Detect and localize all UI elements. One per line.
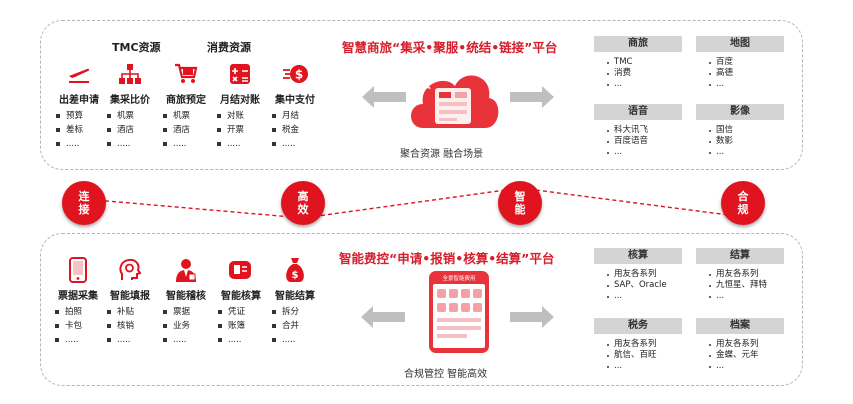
business-travel-panel bbox=[40, 20, 803, 170]
mobile-phone-icon bbox=[65, 257, 91, 283]
auditor-icon bbox=[173, 258, 199, 282]
fast-payment-icon: $ bbox=[282, 62, 308, 86]
column-monthly-reconciliation: 月结对账 对账 开票 ..... bbox=[211, 62, 269, 151]
column-smart-audit: 智能稽核 票据 业务 ..... bbox=[157, 258, 215, 347]
group-map: 地图 百度 高德 ... bbox=[696, 36, 784, 90]
expense-control-platform-title: 智能费控“申请•报销•核算•结算”平台 bbox=[339, 251, 555, 266]
group-settlement: 结算 用友各系列 九恒星、拜特 ... bbox=[696, 248, 784, 302]
group-tax: 税务 用友各系列 航信、百旺 ... bbox=[594, 318, 682, 372]
business-travel-platform-title: 智慧商旅“集采•聚服•统结•链接”平台 bbox=[342, 40, 558, 55]
column-smart-accounting: 智能核算 凭证 账簿 ..... bbox=[212, 258, 270, 347]
money-bag-icon: $ bbox=[282, 258, 308, 282]
cloud-label: 商旅云 bbox=[407, 81, 431, 90]
svg-text:$: $ bbox=[295, 68, 303, 82]
circle-efficient: 高效 bbox=[281, 181, 325, 225]
right-arrow-icon bbox=[510, 86, 554, 108]
column-smart-fill: 智能填报 补贴 核销 ..... bbox=[101, 258, 159, 347]
circle-compliant: 合规 bbox=[721, 181, 765, 225]
airplane-takeoff-icon bbox=[66, 62, 92, 86]
column-travel-request: 出差申请 预算 差标 ..... bbox=[50, 62, 108, 151]
group-imaging: 影像 国信 数影 ... bbox=[696, 104, 784, 158]
expense-app-phone: 全景智能费用 bbox=[428, 270, 490, 354]
circle-intelligent: 智能 bbox=[498, 181, 542, 225]
svg-text:$: $ bbox=[292, 270, 299, 281]
aggregate-resources-caption: 聚合资源 融合场景 bbox=[400, 149, 484, 160]
voucher-icon bbox=[228, 258, 254, 282]
travel-cloud-icon: 商旅云 bbox=[405, 56, 501, 136]
column-smart-settlement: $ 智能结算 拆分 合并 ..... bbox=[266, 258, 324, 347]
group-voice: 语音 科大讯飞 百度语音 ... bbox=[594, 104, 682, 158]
shopping-cart-icon bbox=[173, 62, 199, 86]
compliance-caption: 合规管控 智能高效 bbox=[404, 369, 488, 380]
right-arrow-icon bbox=[510, 306, 554, 328]
circle-connect: 连接 bbox=[62, 181, 106, 225]
group-archive: 档案 用友各系列 金蝶、元年 ... bbox=[696, 318, 784, 372]
consume-resources-header: 消费资源 bbox=[207, 41, 251, 54]
org-tree-icon bbox=[117, 62, 143, 86]
group-business-travel: 商旅 TMC 消费 ... bbox=[594, 36, 682, 90]
column-travel-booking: 商旅预定 机票 酒店 ..... bbox=[157, 62, 215, 151]
tmc-resources-header: TMC资源 bbox=[112, 41, 161, 54]
column-receipt-collection: 票据采集 拍照 卡包 ..... bbox=[49, 257, 107, 347]
left-arrow-icon bbox=[362, 86, 406, 108]
phone-label: 全景智能费用 bbox=[442, 276, 476, 282]
left-arrow-icon bbox=[361, 306, 405, 328]
column-centralized-payment: $ 集中支付 月结 税金 ..... bbox=[266, 62, 324, 151]
ai-head-icon bbox=[117, 258, 143, 282]
calculator-icon bbox=[227, 62, 253, 86]
group-accounting: 核算 用友各系列 SAP、Oracle ... bbox=[594, 248, 682, 302]
column-collective-price-compare: 集采比价 机票 酒店 ..... bbox=[101, 62, 159, 151]
expense-control-panel bbox=[40, 233, 803, 386]
